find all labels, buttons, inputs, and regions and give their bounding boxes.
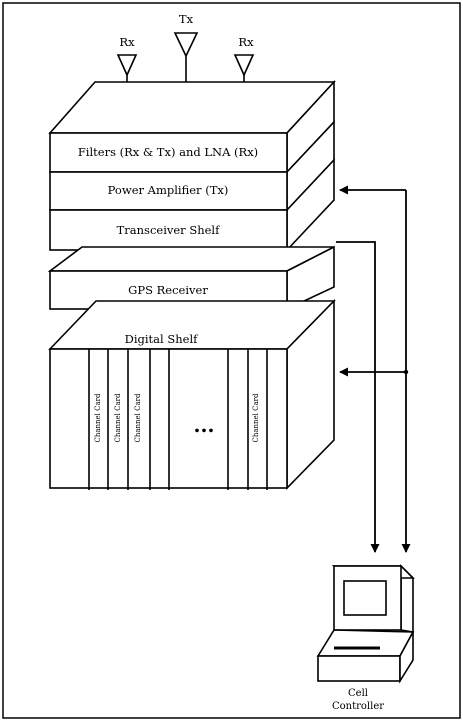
gps-receiver-label: GPS Receiver [128,283,208,297]
channel-card-label-1: Channel Card [94,393,102,443]
transceiver-to-controller-arrow [336,241,380,553]
transceiver-shelf-label: Transceiver Shelf [117,223,220,237]
power-amplifier-label: Power Amplifier (Tx) [108,183,229,197]
channel-card-label-3: Channel Card [134,393,142,443]
channel-card-dividers [88,349,268,490]
digital-shelf [48,299,336,490]
rx-antenna-left-label: Rx [119,35,135,49]
tx-antenna-label: Tx [179,12,194,26]
cell-controller-computer [316,564,415,684]
connection-lines [336,185,411,553]
upper-shelf-stack [48,79,336,253]
filters-shelf-label: Filters (Rx & Tx) and LNA (Rx) [78,145,258,159]
gps-shelf [47,245,335,311]
digital-shelf-label: Digital Shelf [125,332,199,346]
cell-controller-label-line1: Cell [348,688,368,699]
channel-card-label-4: Channel Card [252,393,260,443]
monitor-screen [343,580,387,616]
rx-antenna-right-label: Rx [238,35,254,49]
junction-dot [403,369,409,375]
cell-controller-label-line2: Controller [332,701,384,712]
channel-card-ellipsis: ... [194,413,215,437]
channel-card-label-2: Channel Card [114,393,122,443]
